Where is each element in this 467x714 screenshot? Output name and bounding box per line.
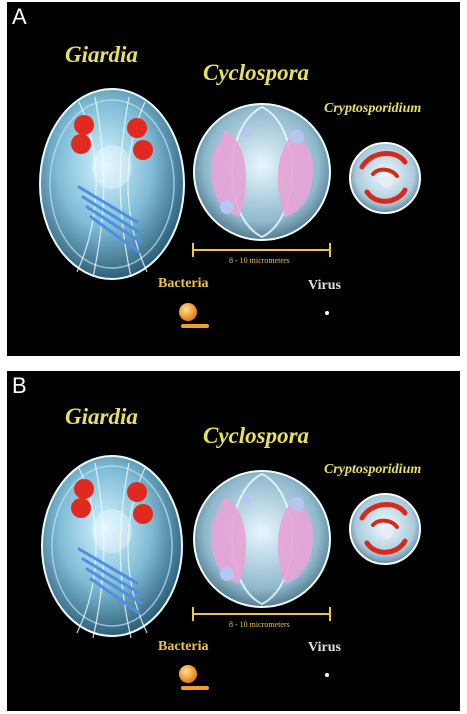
bacteria-label: Bacteria xyxy=(158,639,209,655)
virus-label: Virus xyxy=(308,278,341,294)
scale-label: 8 - 10 micrometers xyxy=(229,620,290,629)
virus-dot xyxy=(325,311,329,315)
giardia-cyst xyxy=(42,456,182,638)
title-cyclospora: Cyclospora xyxy=(203,423,309,449)
scale-label: 8 - 10 micrometers xyxy=(229,256,290,265)
panel-a: A Giardia Cyclospora Cryptosporidium 8 -… xyxy=(7,2,460,356)
bacteria-icon xyxy=(179,303,209,328)
cyclospora-oocyst xyxy=(194,471,330,607)
title-cyclospora: Cyclospora xyxy=(203,60,309,86)
title-cryptosporidium: Cryptosporidium xyxy=(324,462,421,478)
title-cryptosporidium: Cryptosporidium xyxy=(324,101,421,117)
virus-label: Virus xyxy=(308,640,341,656)
bacteria-icon xyxy=(179,665,209,690)
scale-bar xyxy=(193,607,330,621)
panel-letter: A xyxy=(12,4,27,30)
panel-letter: B xyxy=(12,373,27,399)
virus-dot xyxy=(325,673,329,677)
giardia-cyst xyxy=(40,89,184,279)
bacteria-label: Bacteria xyxy=(158,276,209,292)
panel-b: B Giardia Cyclospora Cryptosporidium 8 -… xyxy=(7,371,460,711)
cyclospora-oocyst xyxy=(194,104,330,240)
title-giardia: Giardia xyxy=(65,404,138,430)
scale-bar xyxy=(193,243,330,257)
title-giardia: Giardia xyxy=(65,42,138,68)
cryptosporidium-oocyst xyxy=(350,143,420,213)
cryptosporidium-oocyst xyxy=(350,494,420,564)
